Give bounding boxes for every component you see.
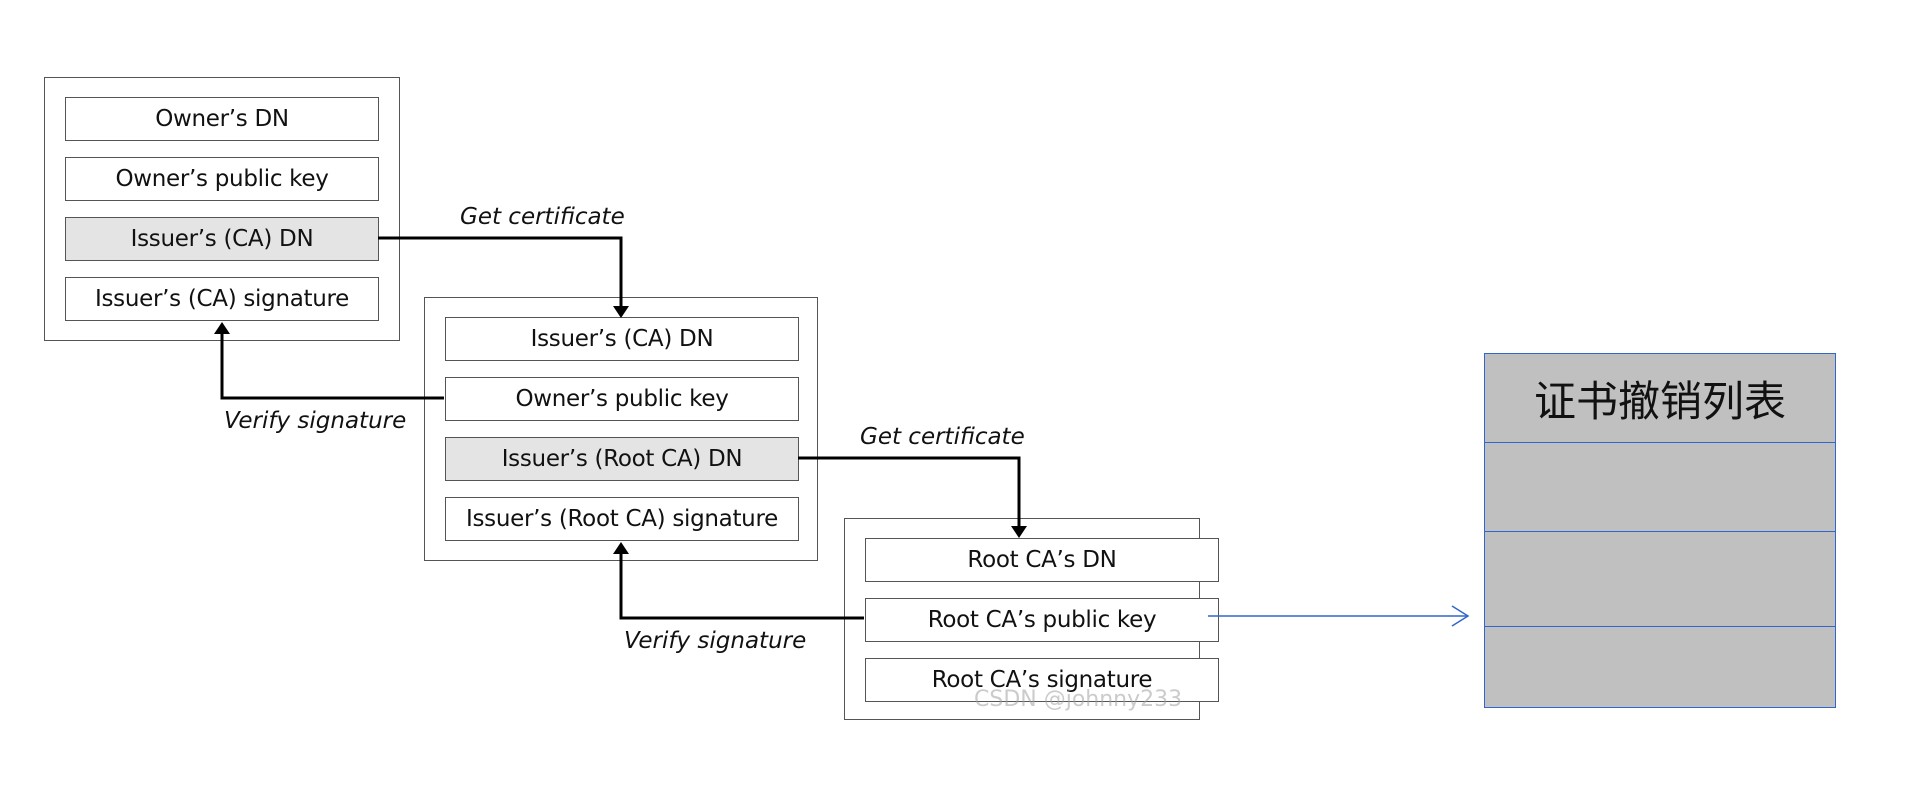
owner-public-key-field: Owner’s public key [65,157,379,201]
get-certificate-arrow-1 [378,236,623,316]
root-ca-signature-field: Root CA’s signature [865,658,1219,702]
crl-title: 证书撤销列表 [1533,376,1786,426]
get-certificate-label-1: Get certificate [460,204,625,230]
owner-dn-field: Owner’s DN [65,97,379,141]
watermark: CSDN @johnny233 [974,687,1183,712]
issuer-ca-signature-field: Issuer’s (CA) signature [65,277,379,321]
ca-issuer-dn-field: Issuer’s (CA) DN [445,317,799,361]
root-ca-dn-field: Root CA’s DN [865,538,1219,582]
crl-divider-2 [1485,531,1835,532]
certificate-revocation-list: 证书撤销列表 [1484,353,1836,708]
get-certificate-label-2: Get certificate [860,424,1025,450]
crl-divider-3 [1485,626,1835,627]
get-certificate-arrow-2 [798,456,1021,536]
verify-signature-arrow-2 [619,544,864,620]
verify-signature-arrow-1 [220,324,444,400]
ca-owner-public-key-field: Owner’s public key [445,377,799,421]
ca-certificate: Issuer’s (CA) DN Owner’s public key Issu… [424,297,818,561]
issuer-ca-dn-field: Issuer’s (CA) DN [65,217,379,261]
root-ca-certificate: Root CA’s DN Root CA’s public key Root C… [844,518,1219,720]
issuer-root-ca-dn-field: Issuer’s (Root CA) DN [445,437,799,481]
issuer-root-ca-signature-field: Issuer’s (Root CA) signature [445,497,799,541]
owner-certificate: Owner’s DN Owner’s public key Issuer’s (… [44,77,400,341]
verify-signature-label-2: Verify signature [624,628,807,654]
verify-signature-label-1: Verify signature [224,408,407,434]
root-ca-public-key-field: Root CA’s public key [865,598,1219,642]
crl-divider-1 [1485,442,1835,443]
